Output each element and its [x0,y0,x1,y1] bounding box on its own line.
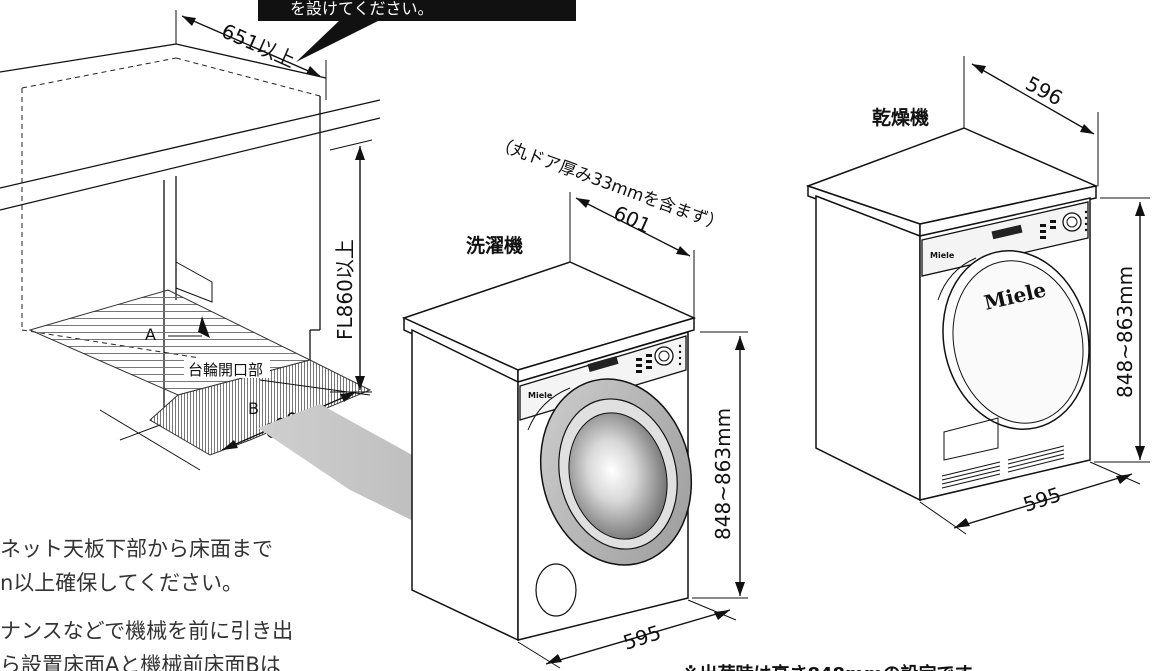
floor-area-b [149,359,372,456]
bottom-note: ※出荷時は高さ848mmの設定です。 [682,663,989,671]
washer-width-label: 595 [620,620,664,655]
dryer-brand: Miele [930,251,955,260]
washer-brand: Miele [528,391,553,400]
note-line-2: n以上確保してください。 [0,571,243,595]
callout-text: を設けてください。 [290,0,434,18]
label-a: A [145,325,156,344]
washer-door-glass [568,412,668,540]
note-line-4: ら設置床面Aと機械前床面Bは [0,653,281,671]
callout-box [258,0,576,21]
dryer-depth-label: 596 [1022,71,1067,110]
washer-title: 洗濯機 [466,234,523,257]
dryer-title: 乾燥機 [872,106,929,129]
dryer-height-label: 848~863mm [1113,266,1137,398]
notes: ネット天板下部から床面まで n以上確保してください。 ナンスなどで機械を前に引き… [0,537,989,671]
dryer-illustration: Miele Miele 596 848~863mm [805,56,1150,535]
cabinet-section: 651以上 FL860以上 600 A B 台輪開口部 [0,10,432,530]
note-line-3: ナンスなどで機械を前に引き出 [0,619,293,643]
note-line-1: ネット天板下部から床面まで [0,537,273,561]
washer-illustration: Miele 601 （丸ドア厚み33mmを含まず） 848~863mm 595 … [401,134,748,669]
callout-pointer [296,20,380,62]
caster-opening-label: 台輪開口部 [188,361,263,379]
arrow-a [198,316,210,338]
cabinet-height-label: FL860以上 [333,239,357,340]
washer-height-label: 848~863mm [711,408,735,540]
cabinet-depth-label: 651以上 [218,19,299,73]
washer-door-note: （丸ドア厚み33mmを含まず） [492,134,726,235]
callout: を設けてください。 [258,0,576,62]
label-b: B [248,399,259,418]
dryer-width-label: 595 [1020,482,1064,517]
floor-shadow [258,404,432,530]
